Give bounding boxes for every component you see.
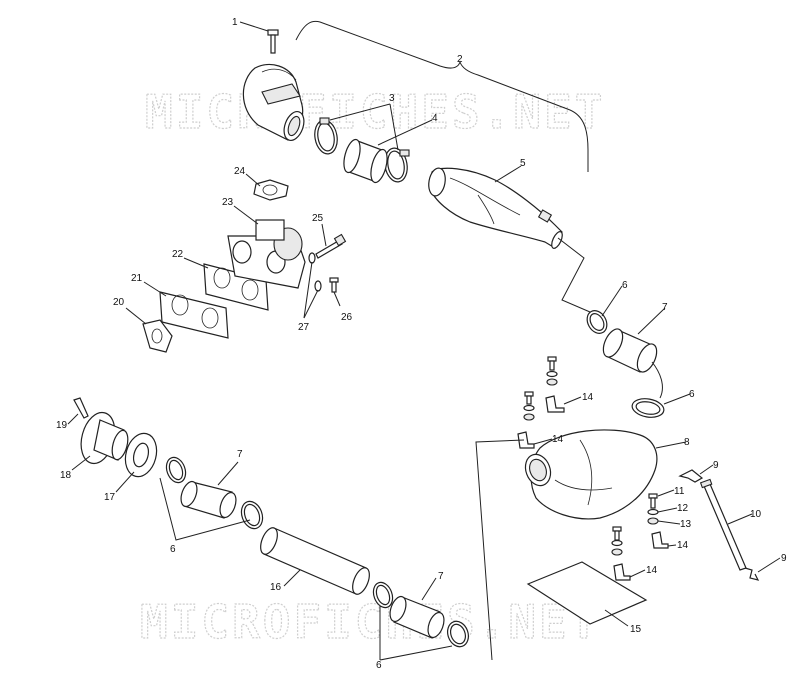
part-16-hose [260, 527, 370, 595]
part-6-clamp-bottom-a [372, 581, 394, 609]
callout-14-a: 14 [582, 392, 594, 403]
part-8-muffler [524, 429, 658, 520]
part-11-bolt [648, 493, 658, 509]
part-20-gasket [142, 319, 173, 353]
part-6-clamp-right [631, 398, 665, 418]
callout-7-right: 7 [662, 302, 668, 313]
watermark-bottom: MICROFICHES.NET [140, 595, 600, 649]
callout-15: 15 [630, 624, 642, 635]
callout-20: 20 [113, 297, 125, 308]
part-5-expansion-chamber [428, 167, 563, 249]
callout-14-c: 14 [677, 540, 689, 551]
part-4-sleeve [343, 138, 388, 184]
callout-14-b: 14 [552, 434, 564, 445]
callout-13: 13 [680, 519, 692, 530]
part-7-hose-right [602, 328, 658, 373]
callout-10: 10 [750, 509, 762, 520]
callout-7-left: 7 [237, 449, 243, 460]
callout-12: 12 [677, 503, 689, 514]
part-1-bolt [267, 29, 279, 54]
callout-14-d: 14 [646, 565, 658, 576]
callout-26: 26 [341, 312, 353, 323]
callout-16: 16 [270, 582, 282, 593]
callout-22: 22 [172, 249, 184, 260]
callout-9-bottom: 9 [781, 553, 787, 564]
part-23-manifold [227, 219, 306, 289]
bracket-2 [295, 20, 589, 172]
part-14-bracket-a [545, 395, 565, 413]
watermark-top: MICROFICHES.NET [145, 85, 605, 139]
callout-4: 4 [432, 113, 438, 124]
part-15-pad [526, 561, 648, 625]
part-6-clamp-left-a [165, 456, 187, 484]
part-14-bracket-d [613, 563, 631, 581]
part-27-washer-a [308, 252, 316, 264]
part-7-hose-left [180, 480, 237, 519]
callout-27: 27 [298, 322, 310, 333]
hardware-stack-middle [523, 391, 535, 421]
hardware-stack-lower [611, 526, 623, 556]
part-24-gasket [253, 179, 289, 201]
callout-8: 8 [684, 437, 690, 448]
part-18-outlet-flange [80, 411, 129, 465]
part-27-washer-b [314, 280, 322, 292]
part-9-clip-bottom [744, 567, 760, 581]
part-14-bracket-c [651, 531, 669, 549]
part-6-clamp-left-b [240, 500, 264, 530]
part-13-nut [647, 517, 659, 525]
callout-23: 23 [222, 197, 234, 208]
part-25-bolt [315, 233, 347, 259]
part-9-clip-top [678, 469, 704, 483]
callout-9-top: 9 [713, 460, 719, 471]
callout-19: 19 [56, 420, 68, 431]
callout-7-bottom: 7 [438, 571, 444, 582]
part-3-clamp [314, 117, 338, 155]
callout-6-left: 6 [170, 544, 176, 555]
part-19-screw [73, 397, 89, 419]
callout-labels: 1 2 3 4 5 6 7 6 8 9 9 10 11 12 13 14 14 … [56, 17, 787, 671]
callout-21: 21 [131, 273, 143, 284]
callout-18: 18 [60, 470, 72, 481]
part-2-exhaust-elbow [242, 63, 305, 142]
part-26-bolt [329, 277, 339, 293]
callout-25: 25 [312, 213, 324, 224]
part-22-gasket [203, 263, 269, 311]
part-10-rod [699, 478, 747, 571]
part-6-clamp-bottom-b [447, 620, 469, 648]
callout-6-top: 6 [622, 280, 628, 291]
callout-17: 17 [104, 492, 116, 503]
leader-lines [67, 21, 781, 661]
callout-1: 1 [232, 17, 238, 28]
part-17-gasket [124, 432, 158, 478]
hardware-stack-upper [546, 356, 558, 386]
part-3-clamp-b [384, 147, 410, 183]
callout-6-bottom: 6 [376, 660, 382, 671]
part-7-hose-bottom [389, 595, 445, 639]
callout-24: 24 [234, 166, 246, 177]
part-12-washer [647, 508, 659, 516]
part-21-plate [159, 291, 229, 339]
callout-11: 11 [674, 486, 685, 497]
callout-2: 2 [457, 54, 463, 65]
callout-6-right: 6 [689, 389, 695, 400]
callout-3: 3 [389, 93, 395, 104]
part-6-clamp-top [586, 310, 608, 334]
callout-5: 5 [520, 158, 526, 169]
